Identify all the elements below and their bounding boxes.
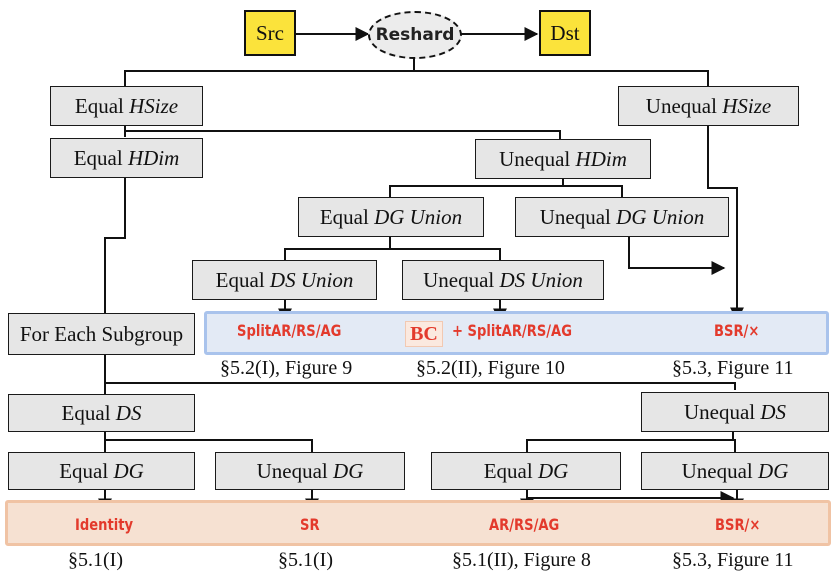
reshard-node: Reshard <box>368 11 462 59</box>
equal-dg-left-term: DG <box>113 458 144 483</box>
unequal-dg-left-box: Unequal DG <box>215 452 405 490</box>
equal-dg-right-box: Equal DG <box>431 452 621 490</box>
dst-label: Dst <box>550 20 580 45</box>
equal-dg-union-box: Equal DG Union <box>298 197 484 237</box>
unequal-ds-box: Unequal DS <box>641 392 829 432</box>
equal-dg-right-term: DG <box>537 458 569 483</box>
unequal-dg-right-box: Unequal DG <box>641 452 829 490</box>
unequal-dg-right-prefix: Unequal <box>681 458 753 483</box>
unequal-dg-union-prefix: Unequal <box>539 204 611 229</box>
unequal-ds-union-box: Unequal DS Union <box>402 260 604 300</box>
bottom-ref-2: §5.1(I) <box>278 549 333 571</box>
bc-label: BC <box>410 322 438 345</box>
equal-ds-union-prefix: Equal <box>215 267 265 292</box>
bottom-ref-3: §5.1(II), Figure 8 <box>452 549 591 571</box>
for-each-subgroup-label: For Each Subgroup <box>19 321 184 346</box>
bottom-ref-4: §5.3, Figure 11 <box>672 549 794 571</box>
equal-dg-union-term: DG Union <box>374 204 463 229</box>
bc-splitar-outcome: + SplitAR/RS/AG <box>452 321 572 340</box>
unequal-dg-right-term: DG <box>758 458 789 483</box>
top-ref-3: §5.3, Figure 11 <box>672 357 794 379</box>
src-box: Src <box>244 10 296 56</box>
unequal-dg-union-box: Unequal DG Union <box>515 197 729 237</box>
reshard-label: Reshard <box>375 25 455 45</box>
unequal-dg-left-term: DG <box>333 458 364 483</box>
unequal-hsize-box: Unequal HSize <box>618 86 799 126</box>
equal-hdim-prefix: Equal <box>73 145 123 170</box>
top-outcome-band <box>204 311 829 355</box>
equal-ds-box: Equal DS <box>8 394 195 432</box>
sr-outcome: SR <box>300 515 320 534</box>
identity-outcome: Identity <box>75 515 134 534</box>
top-ref-1: §5.2(I), Figure 9 <box>220 357 353 379</box>
ar-outcome: AR/RS/AG <box>489 515 560 534</box>
bottom-outcome-band <box>5 500 831 546</box>
unequal-ds-union-prefix: Unequal <box>423 267 495 292</box>
dst-box: Dst <box>539 10 591 56</box>
unequal-hsize-prefix: Unequal <box>645 93 717 118</box>
equal-hdim-box: Equal HDim <box>50 138 203 178</box>
for-each-subgroup-box: For Each Subgroup <box>8 313 195 355</box>
unequal-ds-prefix: Unequal <box>683 399 756 424</box>
splitar-outcome: SplitAR/RS/AG <box>237 321 342 340</box>
equal-ds-union-box: Equal DS Union <box>192 260 377 300</box>
equal-hdim-term: HDim <box>127 145 180 170</box>
equal-ds-term: DS <box>115 400 142 425</box>
equal-hsize-box: Equal HSize <box>50 86 203 126</box>
equal-dg-left-prefix: Equal <box>59 458 109 483</box>
unequal-dg-left-prefix: Unequal <box>256 458 328 483</box>
unequal-ds-union-term: DS Union <box>499 267 583 292</box>
equal-ds-prefix: Equal <box>61 400 111 425</box>
equal-ds-union-term: DS Union <box>269 267 354 292</box>
unequal-hsize-term: HSize <box>722 93 772 118</box>
src-label: Src <box>256 20 284 45</box>
equal-dg-union-prefix: Equal <box>319 204 369 229</box>
equal-hsize-term: HSize <box>129 93 179 118</box>
top-ref-2: §5.2(II), Figure 10 <box>416 357 565 379</box>
unequal-hdim-term: HDim <box>575 146 627 171</box>
bottom-ref-1: §5.1(I) <box>68 549 123 571</box>
unequal-hdim-box: Unequal HDim <box>475 139 651 179</box>
bc-tag: BC <box>405 321 443 347</box>
unequal-dg-union-term: DG Union <box>616 204 705 229</box>
equal-dg-left-box: Equal DG <box>8 452 195 490</box>
bsr-bottom-outcome: BSR/× <box>715 515 761 534</box>
equal-dg-right-prefix: Equal <box>483 458 533 483</box>
equal-hsize-prefix: Equal <box>74 93 124 118</box>
unequal-hdim-prefix: Unequal <box>499 146 571 171</box>
unequal-ds-term: DS <box>760 399 787 424</box>
bsr-top-outcome: BSR/× <box>714 321 760 340</box>
